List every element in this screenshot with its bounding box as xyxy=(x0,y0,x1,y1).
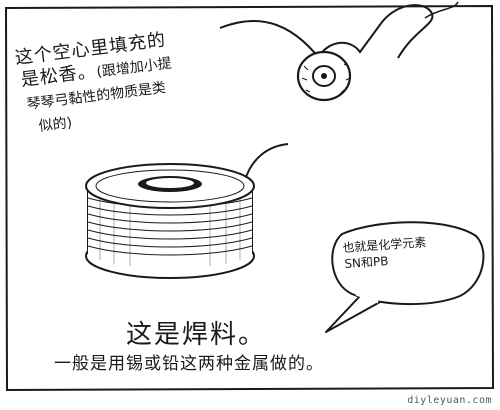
wire-cross-section-drawing xyxy=(219,1,459,102)
caption-title: 这是焊料。 xyxy=(126,320,267,350)
speech-bubble xyxy=(325,221,485,333)
bubble-text-line-2: SN和PB xyxy=(343,253,389,271)
note-line-4: 似的) xyxy=(37,114,74,135)
panel-frame xyxy=(4,4,495,392)
solder-spool-drawing xyxy=(85,143,289,279)
caption-subtitle: 一般是用锡或铅这两种金属做的。 xyxy=(54,354,324,374)
watermark: diyleyuan.com xyxy=(407,395,492,406)
